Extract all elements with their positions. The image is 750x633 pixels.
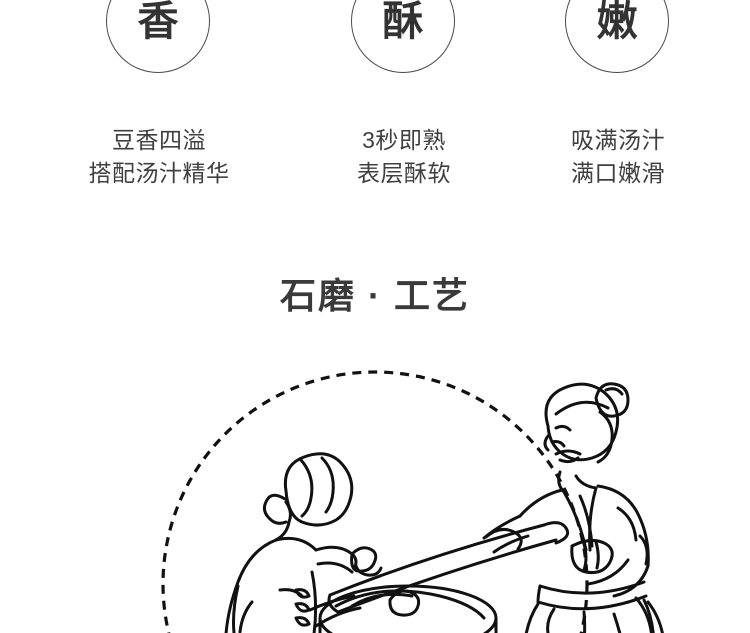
feature-item-tender: 嫩 吸满汤汁 满口嫩滑 bbox=[513, 0, 723, 215]
feature-line-2: 满口嫩滑 bbox=[571, 160, 665, 186]
feature-line-1: 3秒即熟 bbox=[362, 127, 446, 153]
feature-text-fragrant: 豆香四溢 搭配汤汁精华 bbox=[54, 124, 264, 190]
badge-circle-tender: 嫩 bbox=[565, 0, 669, 73]
figure-left bbox=[224, 452, 383, 633]
badge-circle-crispy: 酥 bbox=[351, 0, 455, 73]
section-heading-stone-mill: 石磨 · 工艺 bbox=[280, 275, 470, 316]
feature-line-1: 豆香四溢 bbox=[112, 127, 206, 153]
feature-line-1: 吸满汤汁 bbox=[571, 127, 665, 153]
stone-mill-illustration bbox=[0, 350, 750, 633]
feature-text-crispy: 3秒即熟 表层酥软 bbox=[299, 124, 509, 190]
feature-line-2: 表层酥软 bbox=[357, 160, 451, 186]
badge-circle-fragrant: 香 bbox=[106, 0, 210, 73]
mill-push-beam bbox=[327, 521, 570, 614]
badge-char-fragrant: 香 bbox=[137, 0, 179, 44]
feature-highlights: 香 豆香四溢 搭配汤汁精华 酥 3秒即熟 表层酥软 嫩 吸满汤汁 满口嫩滑 bbox=[0, 0, 750, 215]
figure-right bbox=[482, 382, 664, 633]
feature-text-tender: 吸满汤汁 满口嫩滑 bbox=[513, 124, 723, 190]
feature-item-crispy: 酥 3秒即熟 表层酥软 bbox=[299, 0, 509, 215]
badge-char-crispy: 酥 bbox=[382, 0, 424, 44]
feature-line-2: 搭配汤汁精华 bbox=[88, 160, 230, 186]
feature-item-fragrant: 香 豆香四溢 搭配汤汁精华 bbox=[54, 0, 264, 215]
badge-char-tender: 嫩 bbox=[596, 0, 638, 44]
